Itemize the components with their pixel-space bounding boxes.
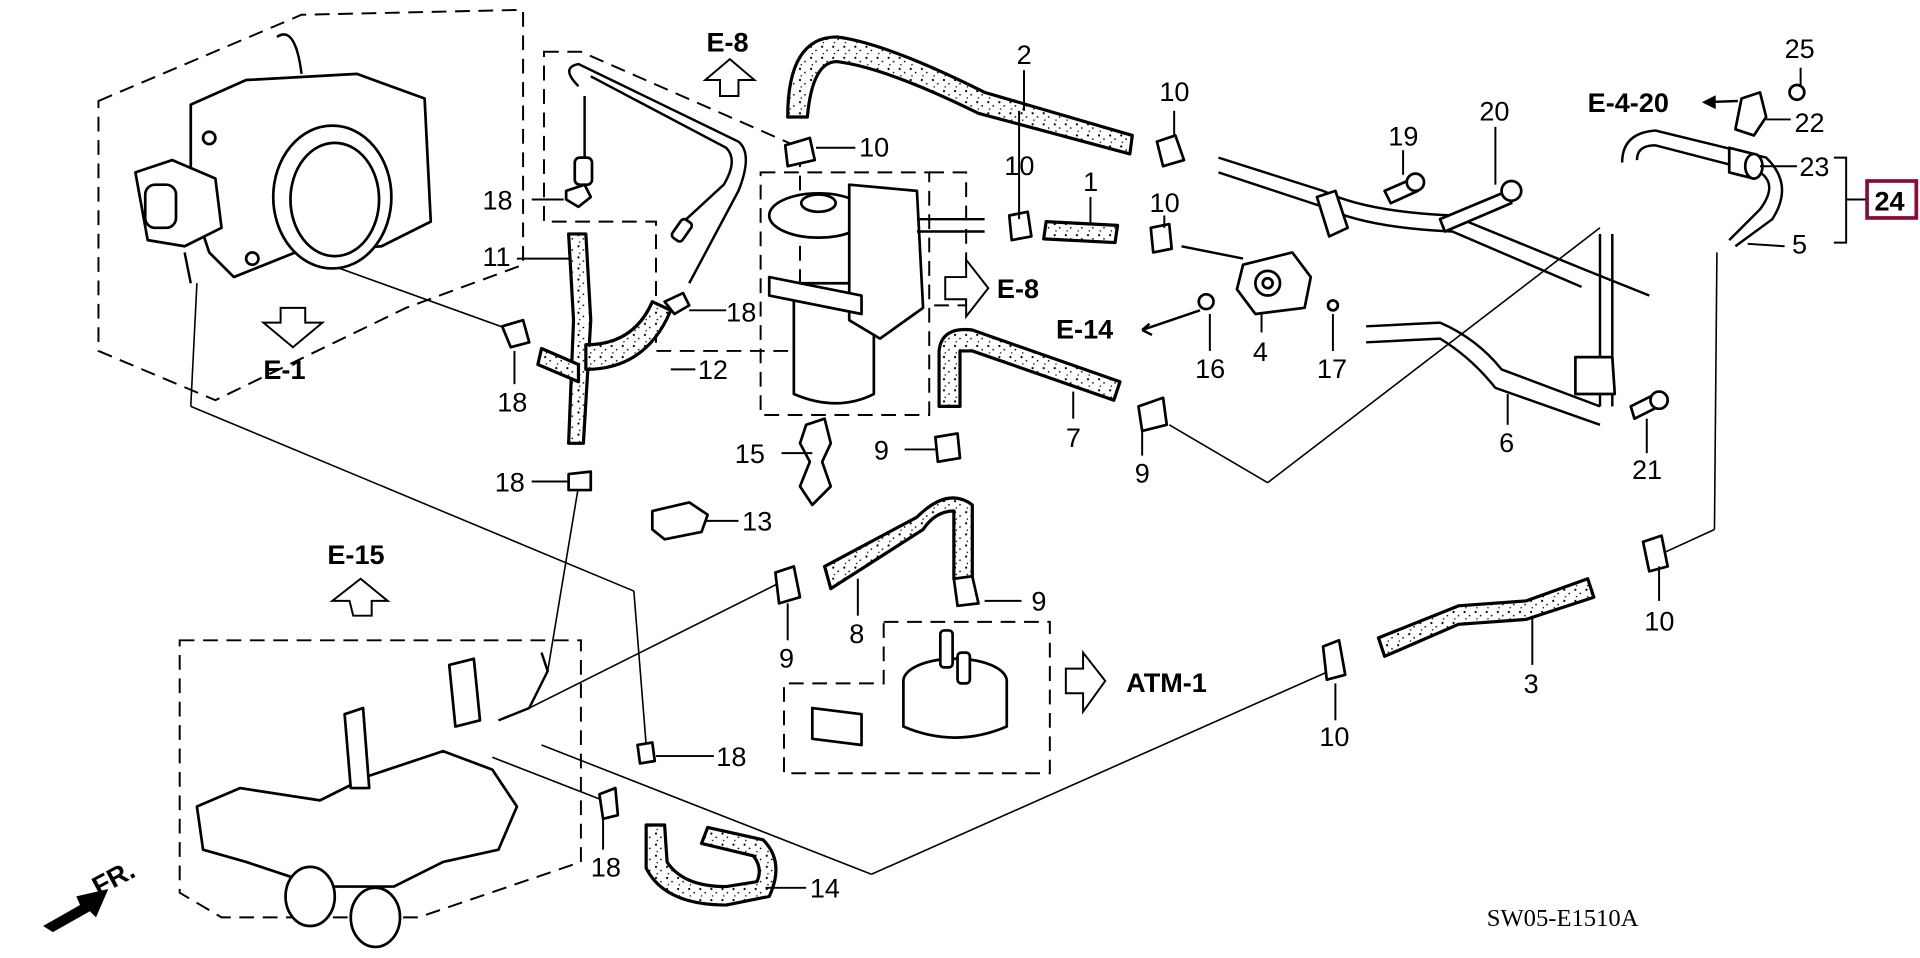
drawing-code: SW05-E1510A xyxy=(1487,905,1639,932)
callout-18f[interactable]: 18 xyxy=(591,852,621,883)
callout-18b[interactable]: 18 xyxy=(726,296,756,327)
arrow-up-e15-icon xyxy=(329,577,391,617)
callout-16[interactable]: 16 xyxy=(1195,353,1225,384)
hose-14 xyxy=(644,823,778,907)
hose-8 xyxy=(823,496,974,591)
bolt-20 xyxy=(1438,179,1523,233)
atm-housing xyxy=(810,629,1009,747)
clip-15 xyxy=(798,417,833,507)
callout-10c[interactable]: 10 xyxy=(1150,187,1180,218)
hose-2 xyxy=(786,35,1134,156)
callout-7[interactable]: 7 xyxy=(1066,422,1081,453)
leader-lines xyxy=(513,67,1869,889)
arrow-left-e420-icon xyxy=(1701,95,1738,110)
hose-1 xyxy=(1042,220,1120,245)
callout-11[interactable]: 11 xyxy=(482,241,510,272)
ref-e8-top-label[interactable]: E-8 xyxy=(706,27,748,58)
bolt-21 xyxy=(1629,390,1670,421)
callout-5[interactable]: 5 xyxy=(1792,229,1807,260)
callout-3[interactable]: 3 xyxy=(1524,668,1539,699)
clip-13 xyxy=(650,501,710,541)
throttle-body xyxy=(134,33,433,284)
callout-1[interactable]: 1 xyxy=(1083,166,1098,197)
ref-e14-label[interactable]: E-14 xyxy=(1056,314,1113,345)
callout-14[interactable]: 14 xyxy=(810,873,840,904)
callout-6[interactable]: 6 xyxy=(1499,427,1514,458)
callout-9d[interactable]: 9 xyxy=(1031,586,1046,617)
thermostat-housing xyxy=(195,652,550,949)
hose-11 xyxy=(567,232,593,445)
ref-e15-label[interactable]: E-15 xyxy=(327,539,384,570)
bolt-19 xyxy=(1383,172,1426,205)
callout-15[interactable]: 15 xyxy=(735,438,765,469)
hose-7 xyxy=(937,327,1122,408)
hose-clamps xyxy=(500,134,1670,821)
callout-12[interactable]: 12 xyxy=(698,354,728,385)
arrow-right-atm1-icon xyxy=(1064,649,1107,715)
e8-boundary xyxy=(543,50,801,352)
connection-lines xyxy=(189,227,1718,876)
part-24-highlight-box xyxy=(1865,179,1919,220)
oil-filter-housing xyxy=(767,183,985,405)
arrow-left-e14-icon xyxy=(1141,309,1201,337)
ref-atm1-label[interactable]: ATM-1 xyxy=(1126,667,1207,698)
callout-18d[interactable]: 18 xyxy=(495,466,525,497)
connector-4 xyxy=(1181,245,1313,316)
callout-21[interactable]: 21 xyxy=(1632,454,1662,485)
o-ring-16 xyxy=(1197,292,1215,311)
callout-25[interactable]: 25 xyxy=(1785,33,1815,64)
hose-12 xyxy=(536,300,673,384)
callout-20[interactable]: 20 xyxy=(1479,96,1509,127)
callout-18c[interactable]: 18 xyxy=(497,386,527,417)
callout-10f[interactable]: 10 xyxy=(1319,721,1349,752)
callout-9b[interactable]: 9 xyxy=(1135,458,1150,489)
callouts: 1 2 3 4 5 6 7 8 9 9 9 9 10 10 10 10 10 1… xyxy=(482,33,1904,904)
callout-4[interactable]: 4 xyxy=(1253,336,1268,367)
o-ring-17 xyxy=(1326,299,1340,312)
callout-8[interactable]: 8 xyxy=(849,618,864,649)
callout-23[interactable]: 23 xyxy=(1799,151,1829,182)
throttle-body-boundary xyxy=(97,8,525,402)
callout-10d[interactable]: 10 xyxy=(1159,76,1189,107)
ref-arrows xyxy=(43,57,1738,933)
thermostat-boundary xyxy=(178,639,582,919)
callout-9c[interactable]: 9 xyxy=(779,642,794,673)
callout-22[interactable]: 22 xyxy=(1794,107,1824,138)
callout-10a[interactable]: 10 xyxy=(859,131,889,162)
clamp-22 xyxy=(1734,90,1768,137)
grommet-23 xyxy=(1727,146,1764,180)
atm-boundary xyxy=(783,620,1051,775)
callout-18e[interactable]: 18 xyxy=(716,741,746,772)
e8-mid-boundary xyxy=(929,171,968,307)
ref-e1-label[interactable]: E-1 xyxy=(263,354,305,385)
arrow-up-e8-icon xyxy=(702,57,758,98)
callout-19[interactable]: 19 xyxy=(1388,120,1418,151)
callout-10b[interactable]: 10 xyxy=(1004,150,1034,181)
callout-10e[interactable]: 10 xyxy=(1644,605,1674,636)
front-arrow-icon xyxy=(43,889,109,933)
callout-13[interactable]: 13 xyxy=(742,506,772,537)
arrow-right-e8-icon xyxy=(944,256,990,320)
hose-3 xyxy=(1376,577,1596,658)
ref-e420-label[interactable]: E-4-20 xyxy=(1588,87,1669,118)
callout-18a[interactable]: 18 xyxy=(482,184,512,215)
bolt-25 xyxy=(1788,83,1806,102)
arrow-down-e1-icon xyxy=(260,306,326,349)
callout-24[interactable]: 24 xyxy=(1874,186,1904,217)
ref-e8-mid-label[interactable]: E-8 xyxy=(997,273,1039,304)
filter-boundary xyxy=(759,171,931,416)
callout-2[interactable]: 2 xyxy=(1017,39,1032,70)
callout-9a[interactable]: 9 xyxy=(874,434,889,465)
callout-17[interactable]: 17 xyxy=(1317,353,1347,384)
